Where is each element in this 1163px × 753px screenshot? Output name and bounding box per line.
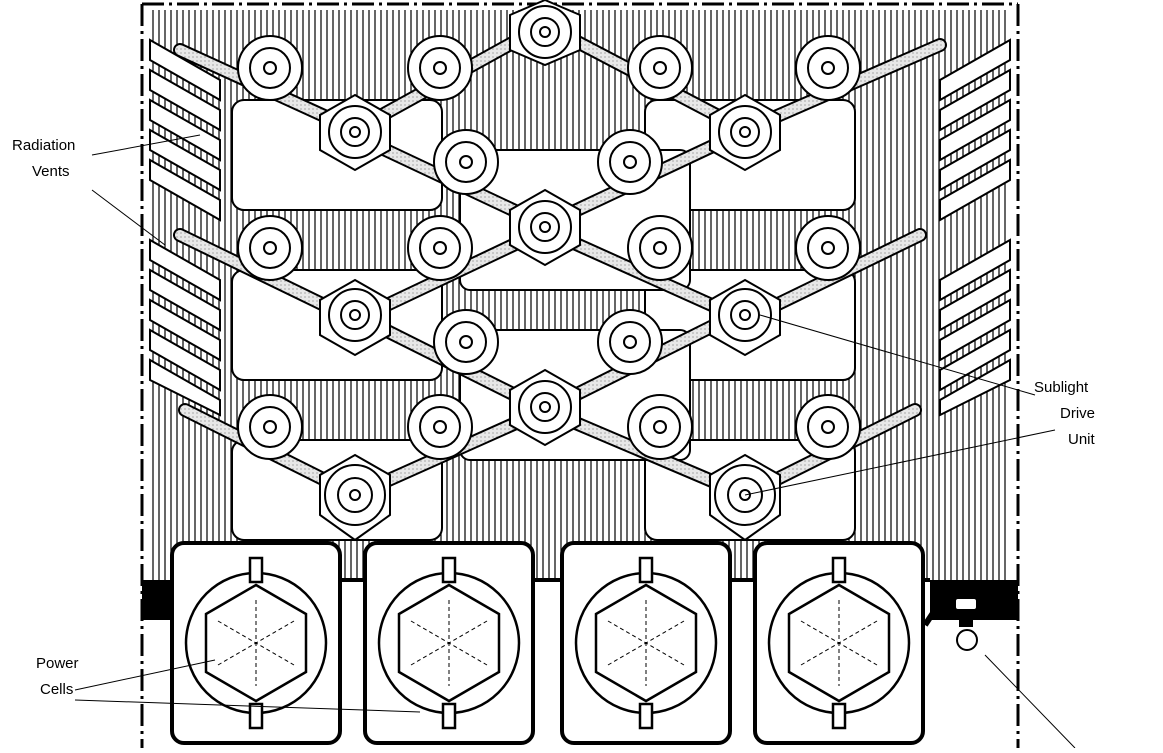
valve-fixture — [922, 597, 978, 651]
drive-units — [237, 5, 861, 526]
label-sublight-drive-unit: Sublight Drive Unit — [1034, 379, 1096, 448]
label-power-cells: Power Cells — [36, 655, 79, 698]
leader-lines — [74, 134, 1076, 749]
label-sublight-line2: Drive — [1060, 405, 1095, 422]
label-radiation-line1: Radiation — [12, 137, 75, 154]
label-sublight-line1: Sublight — [1034, 379, 1089, 396]
label-radiation-line2: Vents — [32, 163, 70, 180]
label-sublight-line3: Unit — [1068, 431, 1096, 448]
label-power-line2: Cells — [40, 681, 73, 698]
power-cells — [170, 541, 925, 745]
right-vents — [939, 38, 1011, 417]
frame — [140, 2, 1020, 748]
left-vents — [149, 38, 221, 417]
label-power-line1: Power — [36, 655, 79, 672]
power-cell-spokes — [217, 600, 878, 686]
label-radiation-vents: Radiation Vents — [12, 137, 75, 180]
